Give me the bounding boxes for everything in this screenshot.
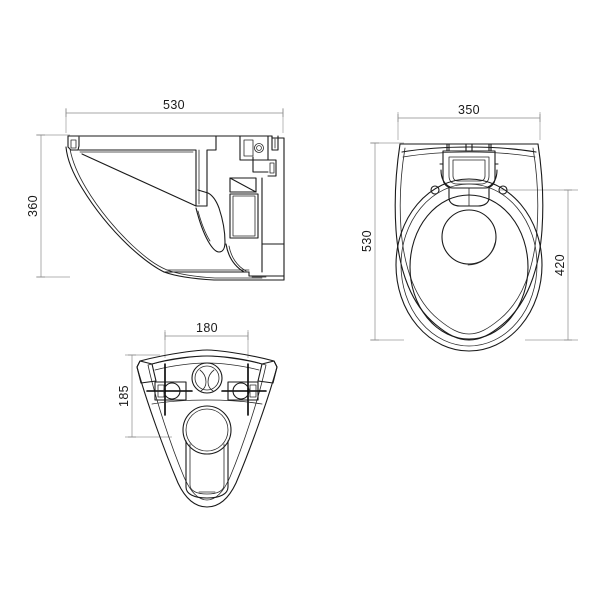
rear-plan-view bbox=[125, 330, 278, 508]
dimension-side-width bbox=[65, 108, 284, 133]
dimension-front-total-length bbox=[370, 142, 404, 341]
dimension-label-front-total-length: 530 bbox=[360, 230, 374, 252]
dimension-label-rear-height: 185 bbox=[117, 385, 131, 407]
dimension-side-height bbox=[36, 134, 70, 278]
rear-pan-outline bbox=[136, 349, 278, 508]
front-pan-outline bbox=[394, 143, 544, 352]
dimension-label-side-height: 360 bbox=[26, 195, 40, 217]
dimension-label-side-width: 530 bbox=[163, 98, 185, 112]
dimension-label-rear-bolt-spacing: 180 bbox=[196, 321, 218, 335]
dimension-front-width bbox=[397, 112, 541, 140]
side-pan-outline bbox=[65, 135, 285, 281]
dimension-label-front-width: 350 bbox=[458, 103, 480, 117]
dimension-rear-bolt-spacing bbox=[164, 330, 249, 358]
side-elevation-view bbox=[36, 108, 285, 281]
dimension-rear-height bbox=[125, 354, 172, 438]
rear-bolt-right bbox=[221, 363, 267, 416]
dimension-label-front-bowl-length: 420 bbox=[553, 254, 567, 276]
dimension-front-bowl-length bbox=[500, 189, 578, 341]
front-plan-view bbox=[370, 112, 578, 352]
rear-bolt-left bbox=[146, 363, 193, 416]
